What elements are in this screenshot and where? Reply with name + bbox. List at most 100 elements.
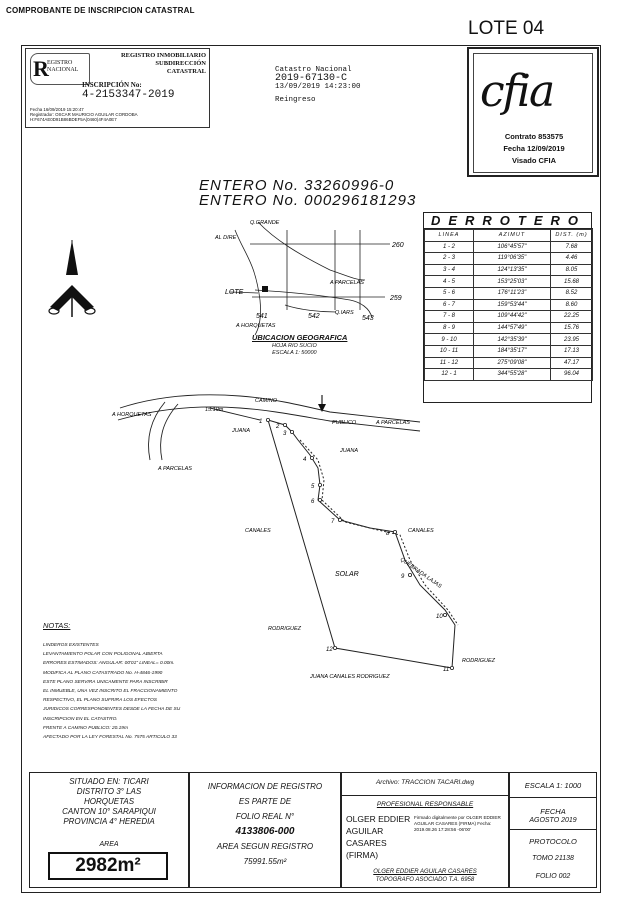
cfia-inner-frame: cfia Contrato 853575 Fecha 12/09/2019 Vi… [473, 53, 593, 173]
plan-label-a-parcelas-left: A PARCELAS [157, 466, 192, 472]
divider [342, 795, 508, 796]
catastro-datetime: 13/09/2019 14:23:00 [275, 83, 361, 91]
fecha-value: AGOSTO 2019 [529, 817, 577, 824]
plan-label-bottom-owner: JUANA CANALES RODRIGUEZ [309, 674, 390, 680]
profesional-cell: Archivo: TRACCION TACARI.dwg PROFESIONAL… [341, 772, 509, 888]
registro-info-line: FOLIO REAL N° [235, 812, 295, 821]
survey-point-marker [317, 497, 322, 502]
plan-label-publico: PUBLICO [332, 420, 357, 426]
catastro-label: Catastro Nacional [275, 66, 352, 74]
registro-stamp: R EGISTRO NACIONAL REGISTRO INMOBILIARIO… [25, 48, 210, 128]
registro-title-line: CATASTRAL [166, 68, 206, 75]
survey-point-label: 2 [275, 424, 280, 430]
survey-point-marker [265, 417, 270, 422]
situado-line: PROVINCIA 4° HEREDIA [63, 817, 155, 826]
registro-registrador: Registrador: OSCAR MAURICIO AGUILAR CORD… [30, 112, 138, 117]
map-label-260: 260 [391, 242, 404, 249]
survey-point-marker [332, 646, 337, 651]
firma-digital: Firmado digitalmente por OLGER EDDIER AG… [414, 815, 501, 832]
nota-line: INSCRIPCION EN EL CATASTRO. [43, 716, 118, 722]
registro-info-lines: INFORMACION DE REGISTRO ES PARTE DE FOLI… [190, 779, 340, 869]
registro-title-line: REGISTRO INMOBILIARIO [120, 52, 206, 59]
nota-line: ERRORES ESTIMADOS: ANGULAR: 00'01" LINEA… [43, 661, 175, 667]
lote-label: LOTE 04 [468, 18, 545, 39]
protocolo-label: PROTOCOLO [529, 837, 577, 846]
survey-point-label: 9 [401, 574, 405, 580]
folio-real-number: 4133806-000 [235, 826, 295, 837]
entero-line-1: ENTERO No. 33260996-0 [199, 177, 395, 194]
divider [510, 829, 596, 830]
situado-line: HORQUETAS [83, 797, 135, 806]
area-registro-value: 75991.55m² [243, 857, 287, 866]
nota-line: LINDEROS EXISTENTES [43, 643, 99, 648]
escala-cell: ESCALA 1: 1000 FECHA AGOSTO 2019 PROTOCO… [509, 772, 597, 888]
inscripcion-label: INSCRIPCIÓN No: [82, 81, 142, 89]
survey-point-marker [309, 455, 314, 460]
plan-label-canales-left: CANALES [245, 528, 271, 534]
survey-point-marker [337, 518, 342, 523]
cfia-logo: cfia [480, 66, 555, 117]
survey-point-label: 3 [283, 431, 287, 437]
catastro-status: Reingreso [275, 95, 316, 104]
survey-point-marker [282, 422, 287, 427]
map-label-lote: LOTE [225, 289, 244, 296]
registro-info-line: ES PARTE DE [238, 797, 292, 806]
plan-label-juana-top: JUANA [231, 428, 250, 434]
profesional-label: PROFESIONAL RESPONSABLE [376, 801, 474, 808]
derrotero-dist: 7.68 [550, 240, 593, 254]
registro-title: REGISTRO INMOBILIARIO SUBDIRECCIÓN CATAS… [96, 52, 206, 76]
nota-line: EL INMUEBLE, UNA VEZ INSCRITO EL FRACCIO… [43, 689, 178, 695]
registro-logo-text: EGISTRO NACIONAL [47, 60, 79, 73]
catastro-number: 2019-67130-C [275, 72, 348, 84]
map-label-cuabas: Q.IARS [335, 310, 354, 316]
divider [510, 797, 596, 798]
map-label-541: 541 [256, 313, 268, 320]
nota-line: AFECTADO POR LA LEY FORESTAL No. 7575 AR… [43, 735, 177, 741]
plan-label-solar: SOLAR [335, 571, 359, 578]
area-registro-label: AREA SEGUN REGISTRO [216, 842, 314, 851]
nota-line: FRENTE A CAMINO PUBLICO: 20.19m [43, 725, 128, 731]
situado-line: SITUADO EN: TICARI [69, 777, 149, 786]
survey-point-label: 8 [386, 531, 390, 537]
ubicacion-title: UBICACION GEOGRAFICA [252, 333, 348, 342]
ubicacion-details: HOJA RIO SUCIO ESCALA 1: 50000 [272, 343, 317, 356]
survey-point-label: 10 [436, 614, 443, 620]
registro-details: Fecha 16/09/2019 15:20:47 Registrador: O… [30, 107, 208, 122]
survey-point-marker [442, 613, 447, 618]
plan-label-rodriguez-left: RODRIGUEZ [268, 626, 302, 632]
registro-logo: R EGISTRO NACIONAL [30, 53, 90, 85]
survey-point-marker [317, 482, 322, 487]
plan-label-canales-right: CANALES [408, 528, 434, 534]
survey-point-label: 1 [259, 419, 262, 425]
cfia-fecha: Fecha 12/09/2019 [503, 144, 565, 153]
nota-line: RESPECTIVO, EL PLANO SUFRIRA LOS EFECTOS [43, 698, 158, 704]
survey-point-label: 5 [311, 484, 315, 490]
cfia-contrato: Contrato 853575 [504, 132, 564, 141]
survey-point-label: 11 [443, 667, 449, 673]
parcel-polygon [267, 419, 459, 669]
situado-line: CANTON 10° SARAPIQUI [62, 807, 156, 816]
fecha-label: FECHA [540, 807, 566, 816]
inscripcion-number: 4-2153347-2019 [82, 89, 175, 101]
cfia-visado: Visado CFIA [511, 156, 557, 165]
location-map [229, 221, 390, 336]
plan-label-quebrada: QUEBRADA LAJAS [399, 557, 443, 590]
plan-label-rodriguez-right: RODRIGUEZ [462, 658, 496, 664]
area-value: 2982m² [48, 852, 168, 880]
derrotero-linea: 12 - 1 [424, 368, 474, 381]
road [117, 394, 421, 461]
registro-info-line: INFORMACION DE REGISTRO [207, 782, 323, 791]
cfia-stamp: cfia Contrato 853575 Fecha 12/09/2019 Vi… [467, 47, 599, 177]
map-label-quebrada: Q.GRANDE [250, 220, 280, 226]
map-label-al-dire: AL DIRE [214, 235, 237, 241]
survey-point-label: 4 [303, 457, 307, 463]
